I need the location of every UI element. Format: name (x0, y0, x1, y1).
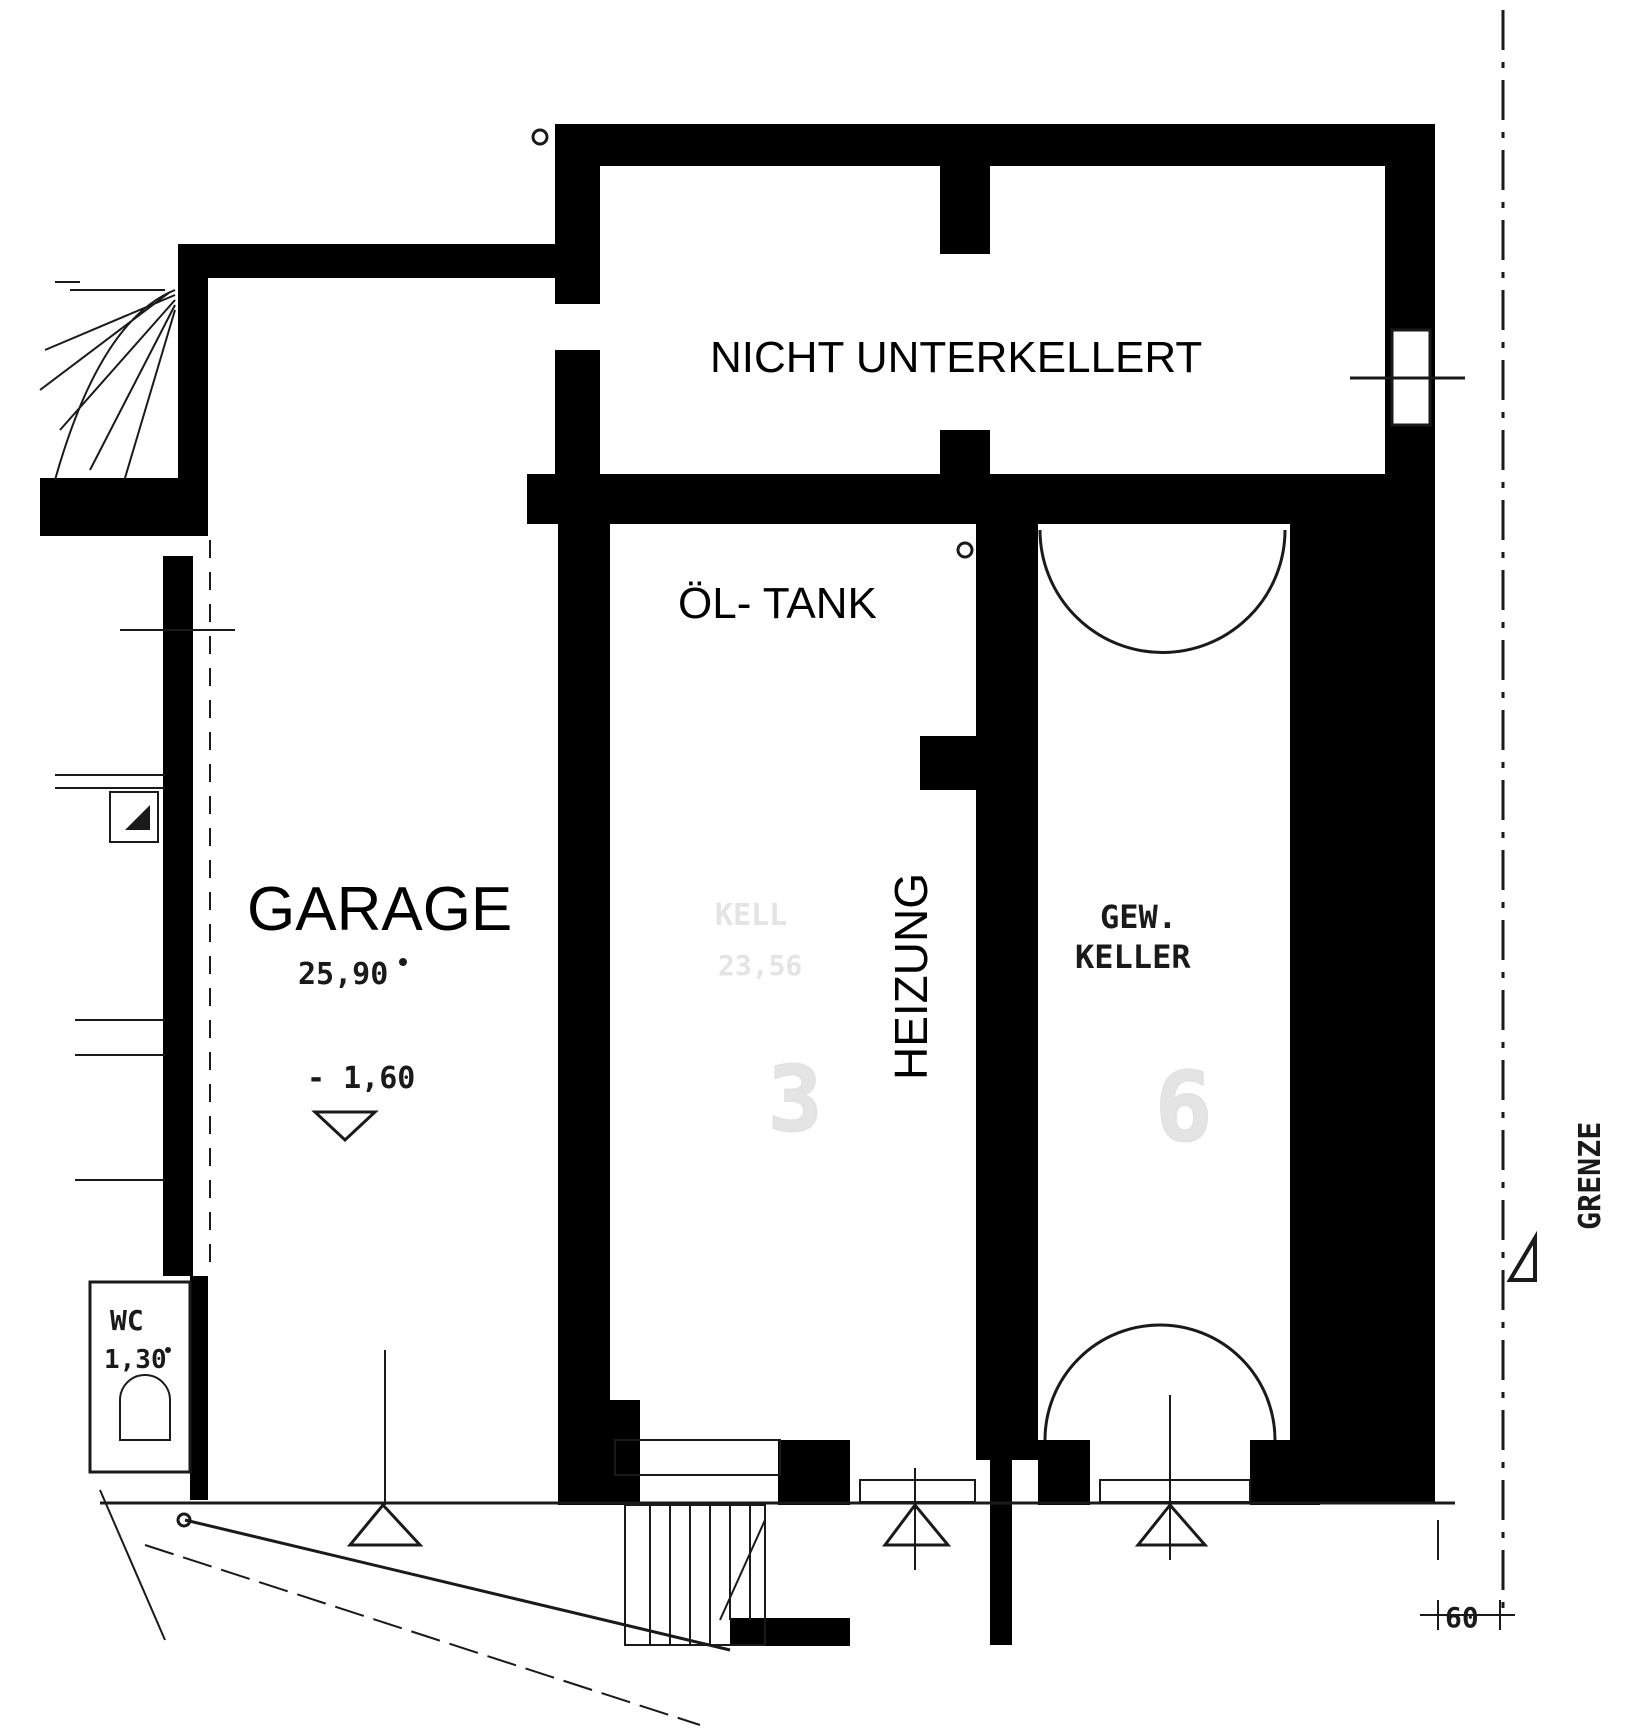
label-heizung: HEIZUNG (885, 873, 937, 1080)
door-arc-bottom (1043, 1323, 1277, 1441)
label-garage-area: 25,90 (298, 957, 388, 992)
label-gew-keller-1: GEW. (1100, 898, 1177, 936)
pipe-mark-wc (176, 1512, 192, 1528)
walls (40, 124, 1435, 1646)
wall-north-divider-b (940, 430, 990, 475)
label-wc-area: 1,30 (104, 1345, 167, 1375)
terrain-line-a (184, 1518, 731, 1652)
sill-heating (859, 1479, 976, 1503)
wall-heating-right-stub (990, 1460, 1012, 1645)
wall-garage-top (178, 244, 558, 278)
faded-room-number-3: 3 (768, 1047, 822, 1152)
label-gew-keller-2: KELLER (1075, 938, 1191, 976)
wall-garage-right (558, 520, 610, 1505)
door-arc-top (1038, 529, 1287, 654)
stair-landing (40, 478, 208, 536)
wc-box (88, 1280, 192, 1474)
wall-wc-right (190, 1276, 208, 1500)
wall-gew-bottom-left (1038, 1440, 1090, 1505)
stair-bottom-bar (730, 1618, 850, 1646)
faded-room-number-6: 6 (1155, 1053, 1212, 1163)
terrain-line-b (144, 1544, 701, 1726)
label-oel-tank: ÖL- TANK (678, 579, 877, 628)
spiral-stair (39, 281, 176, 481)
wall-garage-left-top (178, 244, 208, 496)
garage-area-degree (399, 958, 407, 966)
terrain-line-c (99, 1489, 166, 1641)
wc-area-degree (165, 1347, 171, 1353)
wall-garage-left-new (163, 556, 193, 1276)
faded-labels: KELL 23,56 3 6 (715, 898, 1213, 1164)
wall-mid-horizontal (527, 474, 1435, 524)
thin-lines (39, 10, 1537, 1726)
sill-keller (1099, 1479, 1251, 1503)
pipe-mark-heating (956, 541, 974, 559)
sill-oeltank (614, 1439, 781, 1476)
left-meter-box (109, 791, 159, 843)
room-labels: NICHT UNTERKELLERT ÖL- TANK GARAGE 25,90… (104, 333, 1202, 1375)
label-nicht-unterkellert: NICHT UNTERKELLERT (710, 333, 1202, 382)
chimney-block (920, 736, 978, 790)
straight-stair (624, 1504, 766, 1646)
wc-toilet (119, 1374, 171, 1441)
level-triangle-heating (882, 1502, 952, 1547)
left-meter-mark (125, 805, 150, 830)
label-grenze: GRENZE (1573, 1122, 1608, 1230)
wall-north-left-b (555, 350, 600, 490)
wall-north-top (555, 124, 1435, 166)
wall-east-lower (1290, 474, 1435, 1504)
wall-heating-right (976, 520, 1038, 1460)
level-triangle-keller (1134, 1502, 1209, 1547)
wall-cellar-bottom-block (778, 1440, 850, 1505)
label-garage-level: - 1,60 (307, 1061, 415, 1096)
level-triangle-garage (346, 1502, 424, 1547)
wall-gew-bottom-right (1250, 1440, 1320, 1505)
label-garage: GARAGE (247, 875, 512, 944)
label-wc: WC (110, 1304, 144, 1337)
wall-north-left-a (555, 124, 600, 304)
faded-kell-label: KELL (715, 898, 787, 933)
wall-north-divider-a (940, 124, 990, 254)
boundary-labels: GRENZE 60 (1445, 1122, 1608, 1634)
label-dimension-60: 60 (1445, 1601, 1479, 1634)
boundary-triangle (1506, 1230, 1537, 1282)
pipe-mark-top (531, 128, 549, 146)
garage-level-triangle (311, 1110, 379, 1143)
faded-kell-area: 23,56 (718, 949, 802, 982)
